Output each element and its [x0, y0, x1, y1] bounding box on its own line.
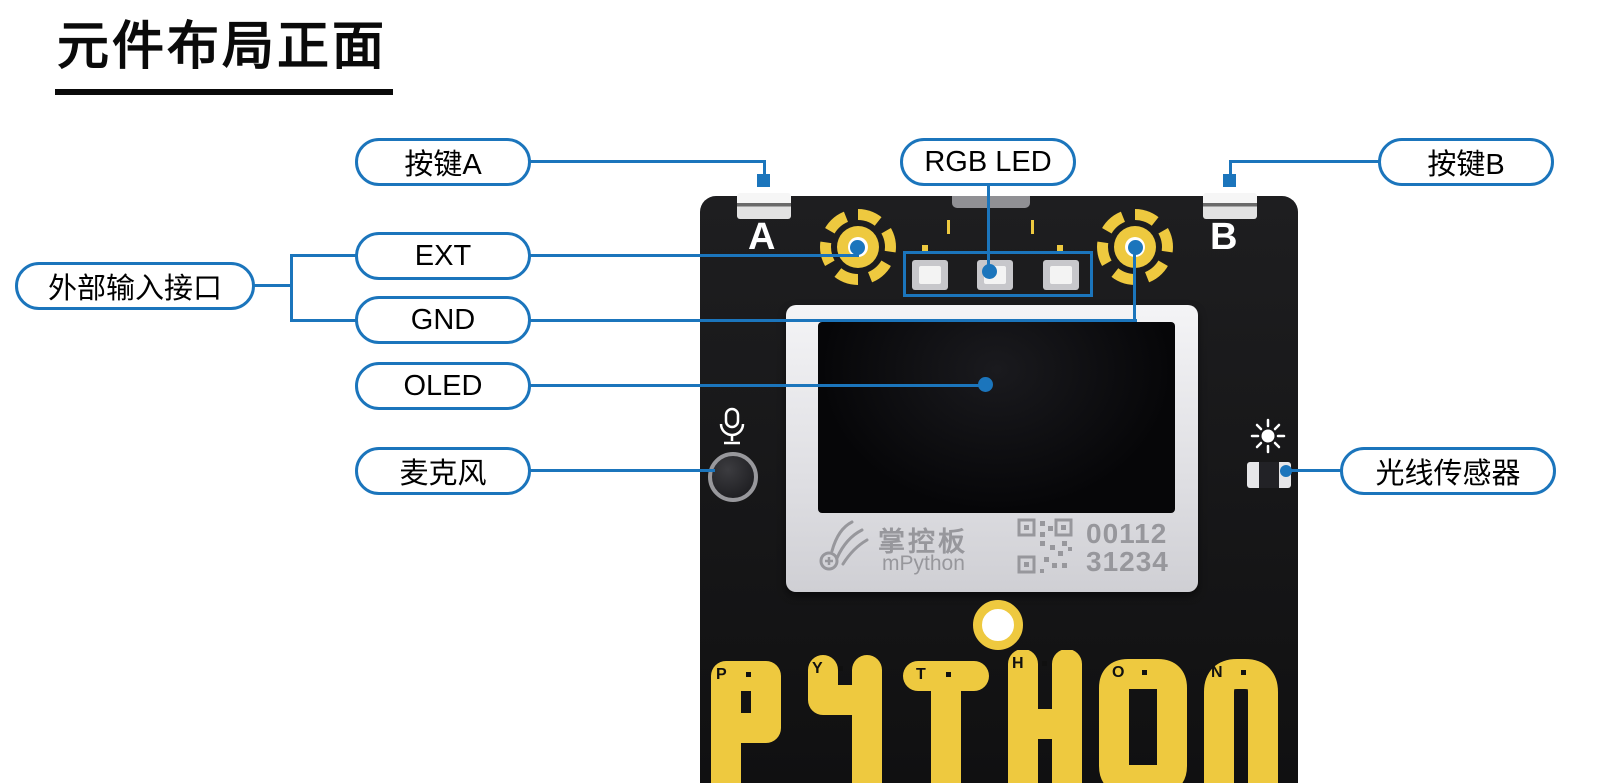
silkscreen-mark — [1031, 220, 1034, 234]
logo-text-en: mPython — [882, 552, 965, 575]
light-sensor-body — [1259, 462, 1279, 488]
oled-module: 掌控板 mPython 00112 — [786, 305, 1198, 592]
usb-port — [952, 196, 1030, 208]
qr-code — [1016, 517, 1074, 575]
silkscreen-mark — [1057, 245, 1063, 251]
label-button-b: 按键B — [1378, 138, 1554, 186]
gnd-connector-line — [529, 319, 1137, 322]
touch-pad-label-h: H — [1012, 655, 1024, 672]
serial-number-line2: 31234 — [1086, 546, 1169, 577]
ext-connector-line — [529, 254, 859, 257]
oled-connector-line — [529, 384, 987, 387]
touch-pad-label-n: N — [1211, 664, 1223, 681]
logo-text-cn: 掌控板 — [878, 527, 968, 557]
external-input-connector-line — [290, 254, 357, 257]
rgb-led-outline-box — [903, 251, 1093, 297]
led-lens — [919, 266, 941, 284]
rgb-led-1 — [912, 260, 948, 290]
rgb-led-connector-line — [987, 184, 990, 270]
button-a-connector-endpoint — [757, 174, 770, 187]
page-title: 元件布局正面 — [55, 4, 394, 95]
light-sensor-connector-line — [1290, 469, 1342, 472]
rgb-led-connector-dot — [982, 264, 997, 279]
brightness-icon — [1250, 418, 1286, 454]
external-input-connector-line — [253, 284, 293, 287]
microphone — [708, 452, 758, 502]
label-microphone: 麦克风 — [355, 447, 531, 495]
silkscreen-mark — [947, 220, 950, 234]
rgb-led-3 — [1043, 260, 1079, 290]
touch-pad-label-p: P — [716, 666, 727, 683]
oled-connector-dot — [978, 377, 993, 392]
python-touch-pads — [700, 650, 1296, 783]
light-sensor-connector-dot — [1280, 465, 1292, 477]
gold-mounting-hole — [973, 600, 1023, 650]
oled-screen — [818, 322, 1175, 513]
touch-pad-dot — [838, 666, 843, 671]
touch-pad-label-o: O — [1112, 664, 1125, 681]
touch-pad-label-t: T — [916, 666, 926, 683]
button-a-connector-line — [529, 160, 766, 163]
touch-pad-dot — [746, 672, 751, 677]
gnd-connector-line — [1133, 247, 1136, 321]
button-b-connector-line — [1229, 160, 1232, 186]
button-b-connector-line — [1229, 160, 1380, 163]
mpython-board: A B — [700, 193, 1298, 783]
button-b — [1203, 193, 1257, 219]
silkscreen-mark — [922, 245, 928, 251]
button-b-silkscreen: B — [1210, 216, 1238, 258]
button-a-silkscreen: A — [748, 216, 776, 258]
label-button-a: 按键A — [355, 138, 531, 186]
touch-pad-dot — [1241, 670, 1246, 675]
microphone-connector-line — [529, 469, 715, 472]
serial-number-line1: 00112 — [1086, 518, 1168, 549]
button-a — [737, 193, 791, 219]
touch-pad-label-y: Y — [812, 660, 823, 677]
led-lens — [1050, 266, 1072, 284]
label-external-input: 外部输入接口 — [15, 262, 255, 310]
touch-pad-dot — [946, 672, 951, 677]
label-ext: EXT — [355, 232, 531, 280]
touch-pad-dot — [1142, 670, 1147, 675]
external-input-connector-line — [290, 319, 357, 322]
gnd-connector-dot — [1128, 240, 1143, 255]
touch-pad-dot — [1042, 661, 1047, 666]
light-sensor-terminal — [1247, 462, 1259, 488]
microphone-icon — [714, 406, 750, 448]
label-rgb-led: RGB LED — [900, 138, 1076, 186]
button-a-connector-line — [763, 160, 766, 186]
mpython-logo-icon — [816, 513, 872, 575]
label-oled: OLED — [355, 362, 531, 410]
button-b-connector-endpoint — [1223, 174, 1236, 187]
label-light-sensor: 光线传感器 — [1340, 447, 1556, 495]
ext-connector-dot — [850, 240, 865, 255]
label-gnd: GND — [355, 296, 531, 344]
external-input-connector-line — [290, 254, 293, 322]
